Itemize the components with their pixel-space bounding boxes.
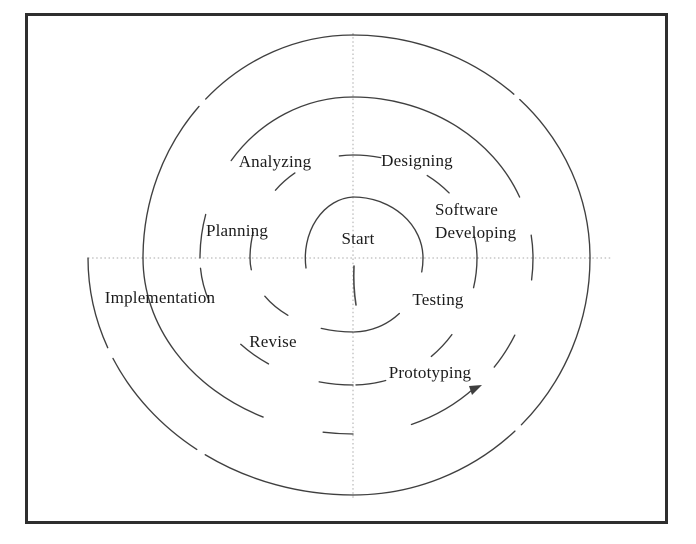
label-start: Start	[341, 229, 375, 248]
spiral-arc-segment	[142, 257, 354, 435]
spiral-curve	[87, 34, 591, 496]
label-prototyping: Prototyping	[388, 363, 472, 382]
label-software-developing-line1: Software	[435, 200, 498, 219]
label-analyzing: Analyzing	[238, 152, 312, 171]
spiral-start-stroke	[352, 265, 357, 306]
label-implementation: Implementation	[104, 288, 216, 307]
spiral-arc-segment	[352, 257, 424, 333]
label-software-developing: Software Developing	[435, 198, 516, 244]
label-software-developing-line2: Developing	[435, 223, 517, 242]
spiral-arc-segment	[352, 154, 478, 259]
spiral-arc-segment	[199, 96, 354, 259]
spiral-arc-segment	[249, 257, 354, 333]
spiral-arc-segment	[199, 257, 354, 386]
spiral-arrowhead-icon	[469, 385, 482, 395]
spiral-arc-segment	[352, 196, 424, 259]
spiral-arc-segment	[352, 34, 591, 259]
spiral-arc-segment	[352, 96, 534, 259]
spiral-arc-segment	[87, 257, 354, 496]
spiral-arc-segment	[304, 196, 354, 269]
label-planning: Planning	[205, 221, 269, 240]
label-designing: Designing	[381, 151, 453, 170]
spiral-arc-segment	[352, 257, 591, 496]
spiral-arc-segment	[249, 154, 354, 259]
diagram-border-frame	[25, 13, 668, 524]
label-revise: Revise	[249, 332, 297, 351]
spiral-arc-segment	[352, 257, 478, 386]
label-testing: Testing	[412, 290, 464, 309]
spiral-arc-segment	[142, 34, 354, 259]
